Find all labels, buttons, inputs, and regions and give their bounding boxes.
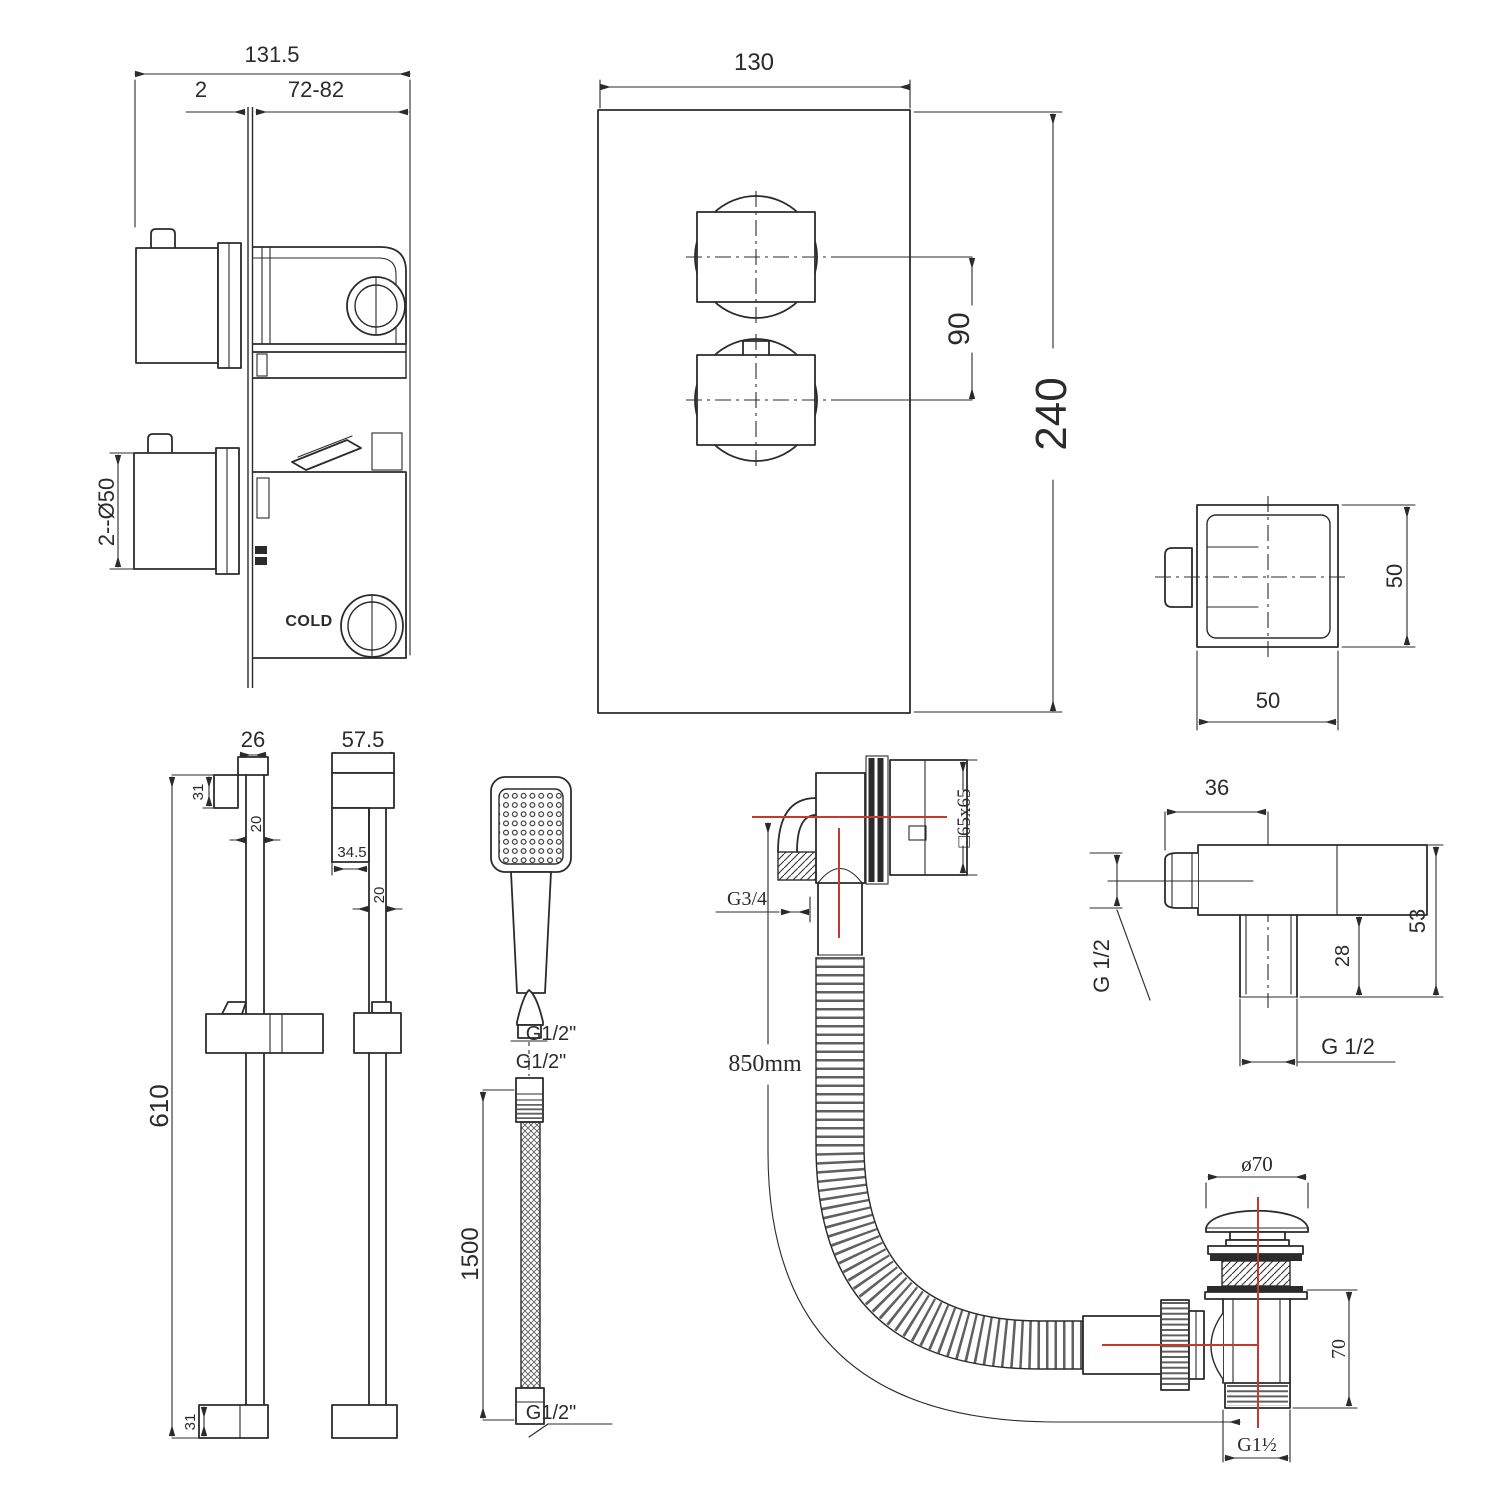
dim-label-wall-bracket-depth: 34.5 [337, 844, 366, 861]
valve-front-view: 130 90 240 [597, 49, 1076, 714]
handset-nipple [517, 1024, 542, 1039]
rail-wall-bracket [331, 807, 370, 863]
square-wall-outlet: 50 50 [1155, 496, 1416, 731]
hose-top-fitting [515, 1077, 544, 1123]
dim-label-hose-bottom-thread: G1/2" [526, 1402, 576, 1424]
cold-inlet-label: COLD [285, 613, 332, 630]
dim-label-head-width: 57.5 [342, 727, 385, 752]
dim-label-plate-width: 130 [734, 49, 774, 76]
valve-side-view: 131.5 2 72-82 2--Ø50 [94, 42, 411, 688]
overflow-thread [777, 851, 817, 881]
dim-label-waste-height: 70 [1328, 1339, 1350, 1359]
handset-handle [510, 871, 552, 994]
dim-label-hose-top-thread: G1/2" [516, 1051, 566, 1073]
dim-label-overflow-thread: G3/4 [727, 888, 767, 910]
wall-outlet-elbow: 36 G 1/2 G 1/2 28 [1089, 775, 1444, 1067]
elbow-body [1197, 844, 1428, 916]
handset-cone [516, 989, 544, 1026]
dim-label-elbow-width: 36 [1205, 775, 1229, 800]
dim-label-faceplate-size: □65x65 [954, 789, 975, 848]
valve-lower-knob [133, 433, 240, 575]
bath-waste: ø70 70 [1082, 1152, 1358, 1463]
dim-label-overall-width: 131.5 [244, 42, 299, 67]
dim-label-side-thread: G 1/2 [1089, 939, 1114, 993]
valve-wall-plate [247, 107, 254, 688]
dim-label-plate-thickness: 2 [195, 77, 207, 102]
rail-slider-bracket [205, 1001, 324, 1054]
slide-rail-views: 26 31 20 31 610 57.5 [144, 727, 403, 1439]
dim-label-handle-centres: 90 [943, 312, 976, 345]
dim-label-bottom-thread: G 1/2 [1321, 1034, 1375, 1059]
dim-label-elbow-height: 53 [1405, 909, 1430, 933]
dim-label-hose-length: 1500 [457, 1227, 484, 1280]
handset-head [490, 776, 572, 873]
dim-label-outlet-thread: G1/2" [526, 1023, 576, 1045]
front-upper-handle [686, 191, 838, 323]
rail-top-cap [237, 756, 269, 776]
dim-label-rail-width-right: 20 [371, 887, 388, 904]
front-lower-handle [686, 334, 838, 466]
rail-bottom-bracket [198, 1404, 269, 1439]
dim-label-outlet-width: 50 [1256, 688, 1280, 713]
dim-label-rail-width-left: 20 [248, 816, 265, 833]
handset-and-hose: G1/2" G1/2" 1500 G1/2" [457, 776, 613, 1438]
valve-diverter-lever [291, 439, 362, 471]
dim-label-outlet-height: 50 [1382, 564, 1407, 588]
dim-label-knob-diameter: 2--Ø50 [94, 478, 119, 546]
dim-label-depth-adjust: 72-82 [288, 77, 344, 102]
overflow-corrugated-hose [815, 957, 1084, 1370]
bath-overflow-assembly: □65x65 G3/4 850mm [715, 755, 1241, 1426]
shower-hose [520, 1121, 541, 1389]
valve-upper-knob [135, 228, 242, 369]
valve-body: COLD [252, 246, 407, 659]
overflow-head [777, 755, 968, 956]
rail-top-bracket [213, 774, 239, 809]
rail-slider-side [353, 1001, 402, 1054]
dim-label-plate-height: 240 [1027, 377, 1076, 450]
waste-thread-collar [1221, 1260, 1291, 1287]
dim-label-waste-thread: G1½ [1237, 1434, 1276, 1456]
dim-label-overflow-hose-length: 850mm [728, 1051, 802, 1077]
dim-label-bottom-bracket-height: 31 [182, 1414, 199, 1431]
dim-label-spigot-length: 28 [1332, 945, 1354, 967]
dim-label-rail-length: 610 [144, 1084, 174, 1127]
dim-label-cap-diameter: ø70 [1241, 1152, 1273, 1176]
dim-label-top-bracket-height: 31 [190, 784, 207, 801]
elbow-bottom-spigot [1239, 914, 1298, 998]
hose-bottom-fitting [515, 1387, 545, 1425]
dim-label-cap-width: 26 [241, 727, 265, 752]
